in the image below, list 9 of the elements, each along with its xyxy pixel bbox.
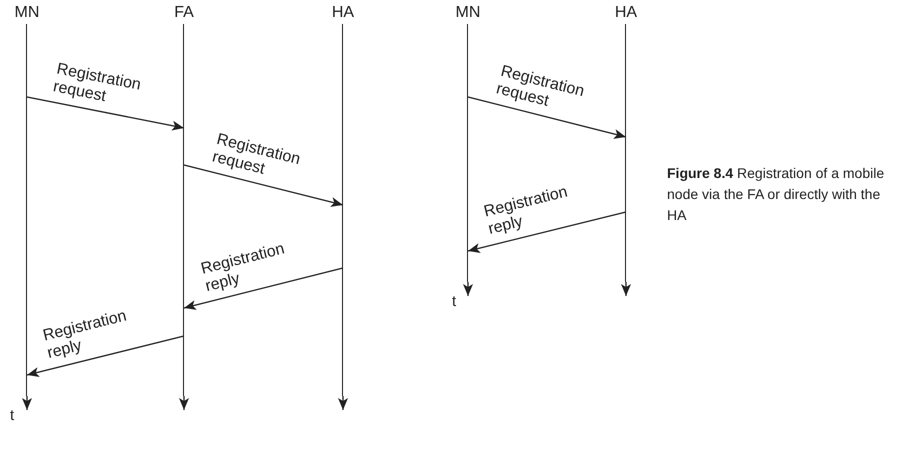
lifeline-arrow (179, 396, 189, 410)
lifeline-arrow (338, 396, 348, 410)
figure-caption: Figure 8.4 Registration of a mobile node via the FA or directly with the HA (667, 164, 886, 225)
lifeline-arrow (463, 282, 473, 296)
lifeline-arrow (22, 396, 32, 410)
time-axis-label: t (452, 294, 470, 310)
message-label: Registration request (52, 60, 144, 108)
time-axis-label: t (10, 408, 28, 424)
lifeline-arrow (621, 282, 631, 296)
